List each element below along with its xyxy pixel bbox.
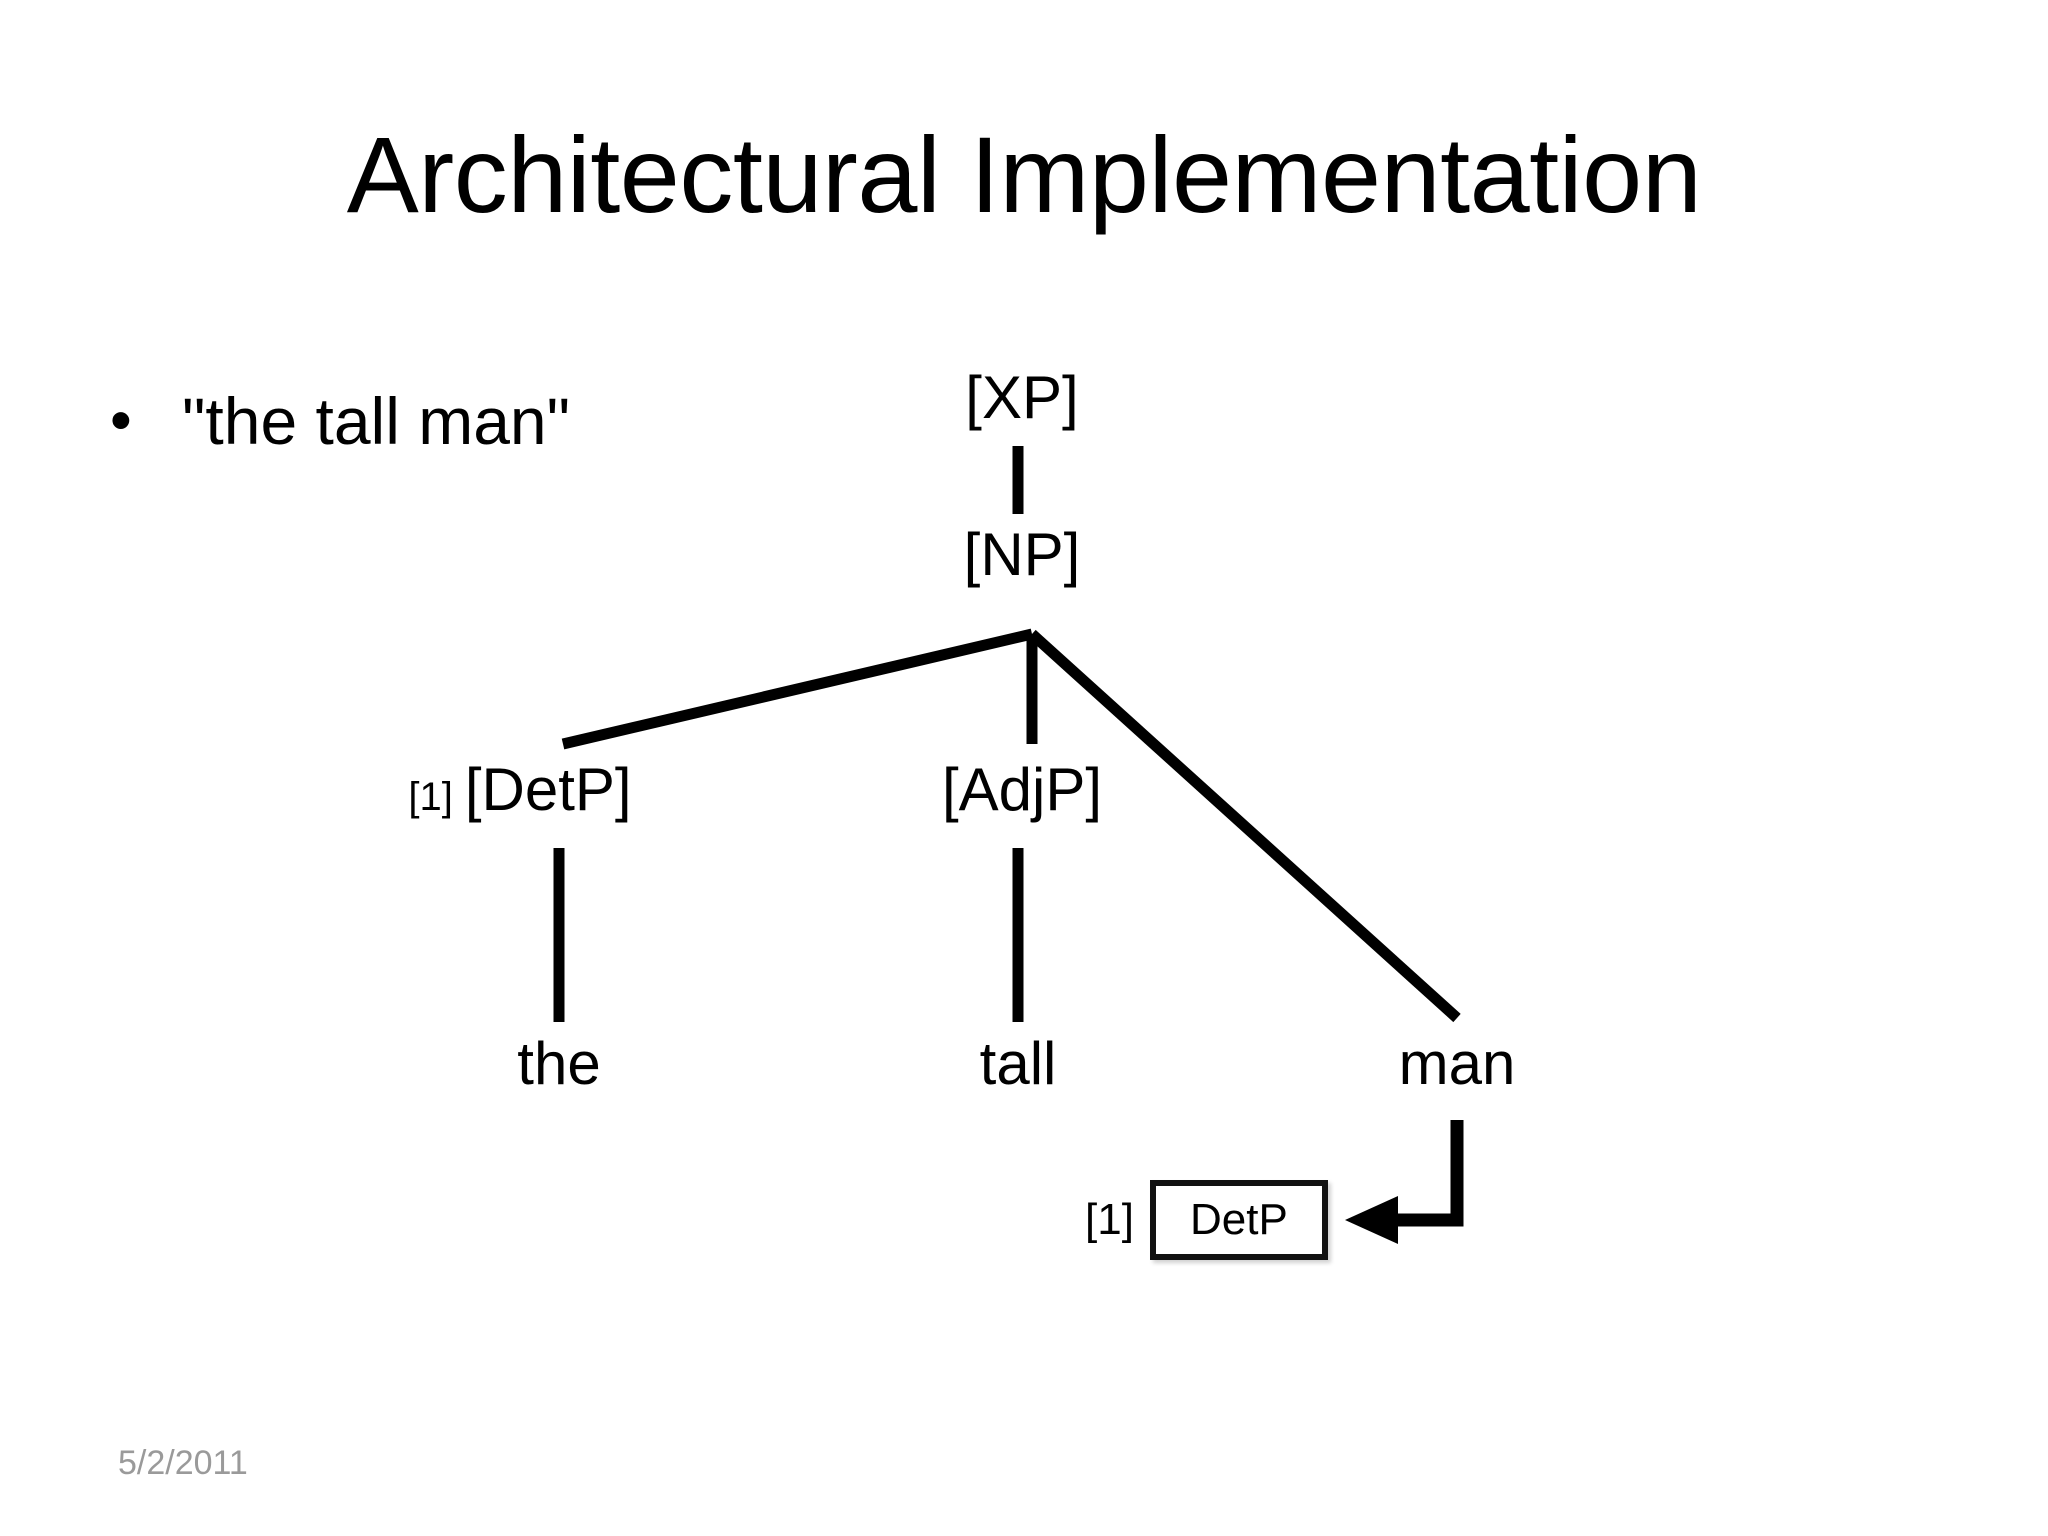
bullet-list: • "the tall man"	[110, 372, 870, 470]
tree-leaf-man: man	[1399, 1034, 1516, 1094]
edge-man-detpbox-arrow	[1345, 1120, 1464, 1244]
tree-leaf-tall-label: tall	[979, 1030, 1057, 1097]
tree-leaf-tall: tall	[980, 1034, 1057, 1094]
tree-node-adjp-label: [AdjP]	[941, 756, 1103, 823]
detp-box-index: [1]	[1085, 1195, 1134, 1244]
tree-node-xp: [XP]	[965, 368, 1078, 428]
bullet-item-label: "the tall man"	[182, 384, 571, 458]
page-title: Architectural Implementation	[346, 114, 1702, 235]
detp-box-group: [1] DetP	[1085, 1178, 1328, 1262]
edge-np-man	[1028, 629, 1461, 1023]
tree-node-detp-label: [DetP]	[464, 756, 632, 823]
tree-node-np-label: [NP]	[963, 521, 1081, 588]
tree-leaf-man-label: man	[1398, 1030, 1516, 1097]
edge-np-detp	[561, 628, 1034, 750]
tree-node-adjp: [AdjP]	[942, 760, 1102, 820]
detp-box[interactable]: DetP	[1149, 1180, 1328, 1260]
tree-leaf-the: the	[517, 1034, 600, 1094]
list-item: • "the tall man"	[110, 372, 870, 470]
tree-leaf-the-label: the	[517, 1030, 601, 1097]
tree-node-detp: [1][DetP]	[408, 760, 631, 820]
footer-date: 5/2/2011	[118, 1444, 248, 1482]
tree-node-xp-label: [XP]	[965, 364, 1079, 431]
bullet-point-icon: •	[110, 386, 132, 455]
tree-node-np: [NP]	[964, 525, 1081, 585]
tree-node-detp-index: [1]	[408, 775, 453, 819]
detp-box-label: DetP	[1190, 1195, 1288, 1244]
